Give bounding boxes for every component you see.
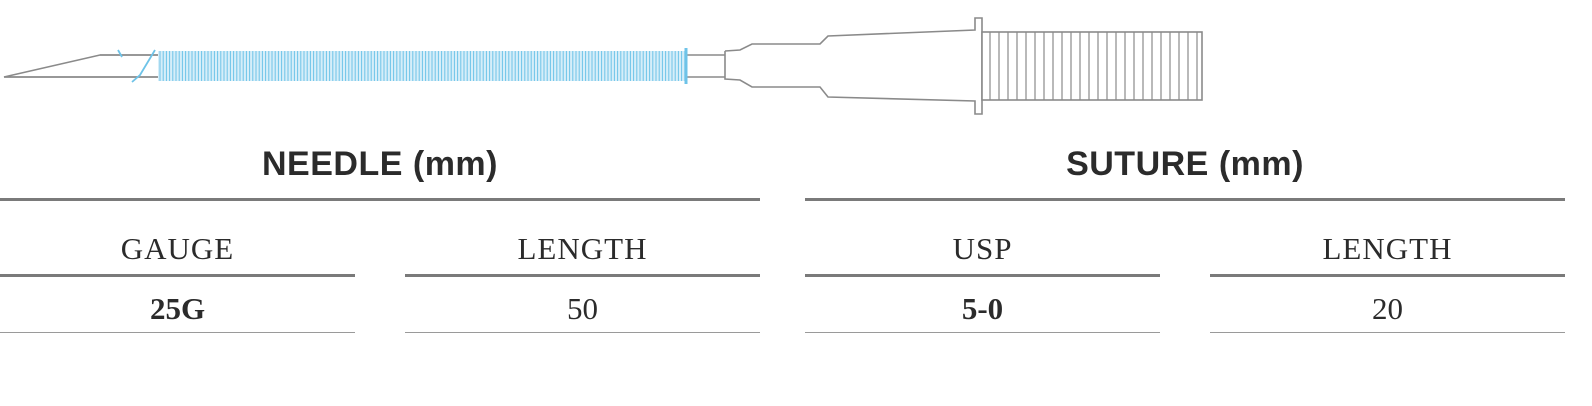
suture-length-header: LENGTH	[1322, 231, 1453, 266]
suture-title: SUTURE (mm)	[805, 130, 1565, 198]
needle-tip	[3, 54, 161, 78]
suture-strands	[159, 51, 686, 81]
header-rule	[405, 274, 760, 277]
value-rule	[1210, 332, 1565, 333]
needle-gauge-value: 25G	[149, 291, 206, 326]
needle-illustration	[3, 17, 1203, 115]
suture-section: SUTURE (mm) USP 5-0 LENGTH 20	[805, 130, 1565, 333]
suture-usp-header: USP	[952, 231, 1013, 266]
needle-length-header: LENGTH	[517, 231, 648, 266]
suture-length-value: 20	[1372, 291, 1403, 326]
needle-title-unit: (mm)	[412, 145, 498, 183]
suture-usp-value: 5-0	[961, 291, 1004, 326]
hub-grip-ribs	[989, 32, 1198, 100]
value-rule	[405, 332, 760, 333]
needle-title: NEEDLE (mm)	[0, 130, 760, 198]
suture-title-text: SUTURE	[1066, 145, 1209, 183]
needle-columns: GAUGE 25G LENGTH 50	[0, 201, 760, 333]
needle-hub	[724, 17, 983, 115]
suture-columns: USP 5-0 LENGTH 20	[805, 201, 1565, 333]
needle-title-rule	[0, 198, 760, 201]
value-rule	[0, 332, 355, 333]
suture-length-column: LENGTH 20	[1210, 201, 1565, 333]
header-rule	[805, 274, 1160, 277]
value-rule	[805, 332, 1160, 333]
needle-gauge-column: GAUGE 25G	[0, 201, 355, 333]
suture-usp-column: USP 5-0	[805, 201, 1160, 333]
needle-section: NEEDLE (mm) GAUGE 25G LENGTH 50	[0, 130, 760, 333]
needle-gauge-header: GAUGE	[120, 231, 235, 266]
suture-end	[117, 49, 156, 83]
header-rule	[0, 274, 355, 277]
suture-title-rule	[805, 198, 1565, 201]
needle-title-text: NEEDLE	[262, 145, 403, 183]
suture-title-unit: (mm)	[1218, 145, 1304, 183]
needle-length-value: 50	[567, 291, 598, 326]
hub-grip	[981, 31, 1203, 101]
needle-length-column: LENGTH 50	[405, 201, 760, 333]
header-rule	[1210, 274, 1565, 277]
